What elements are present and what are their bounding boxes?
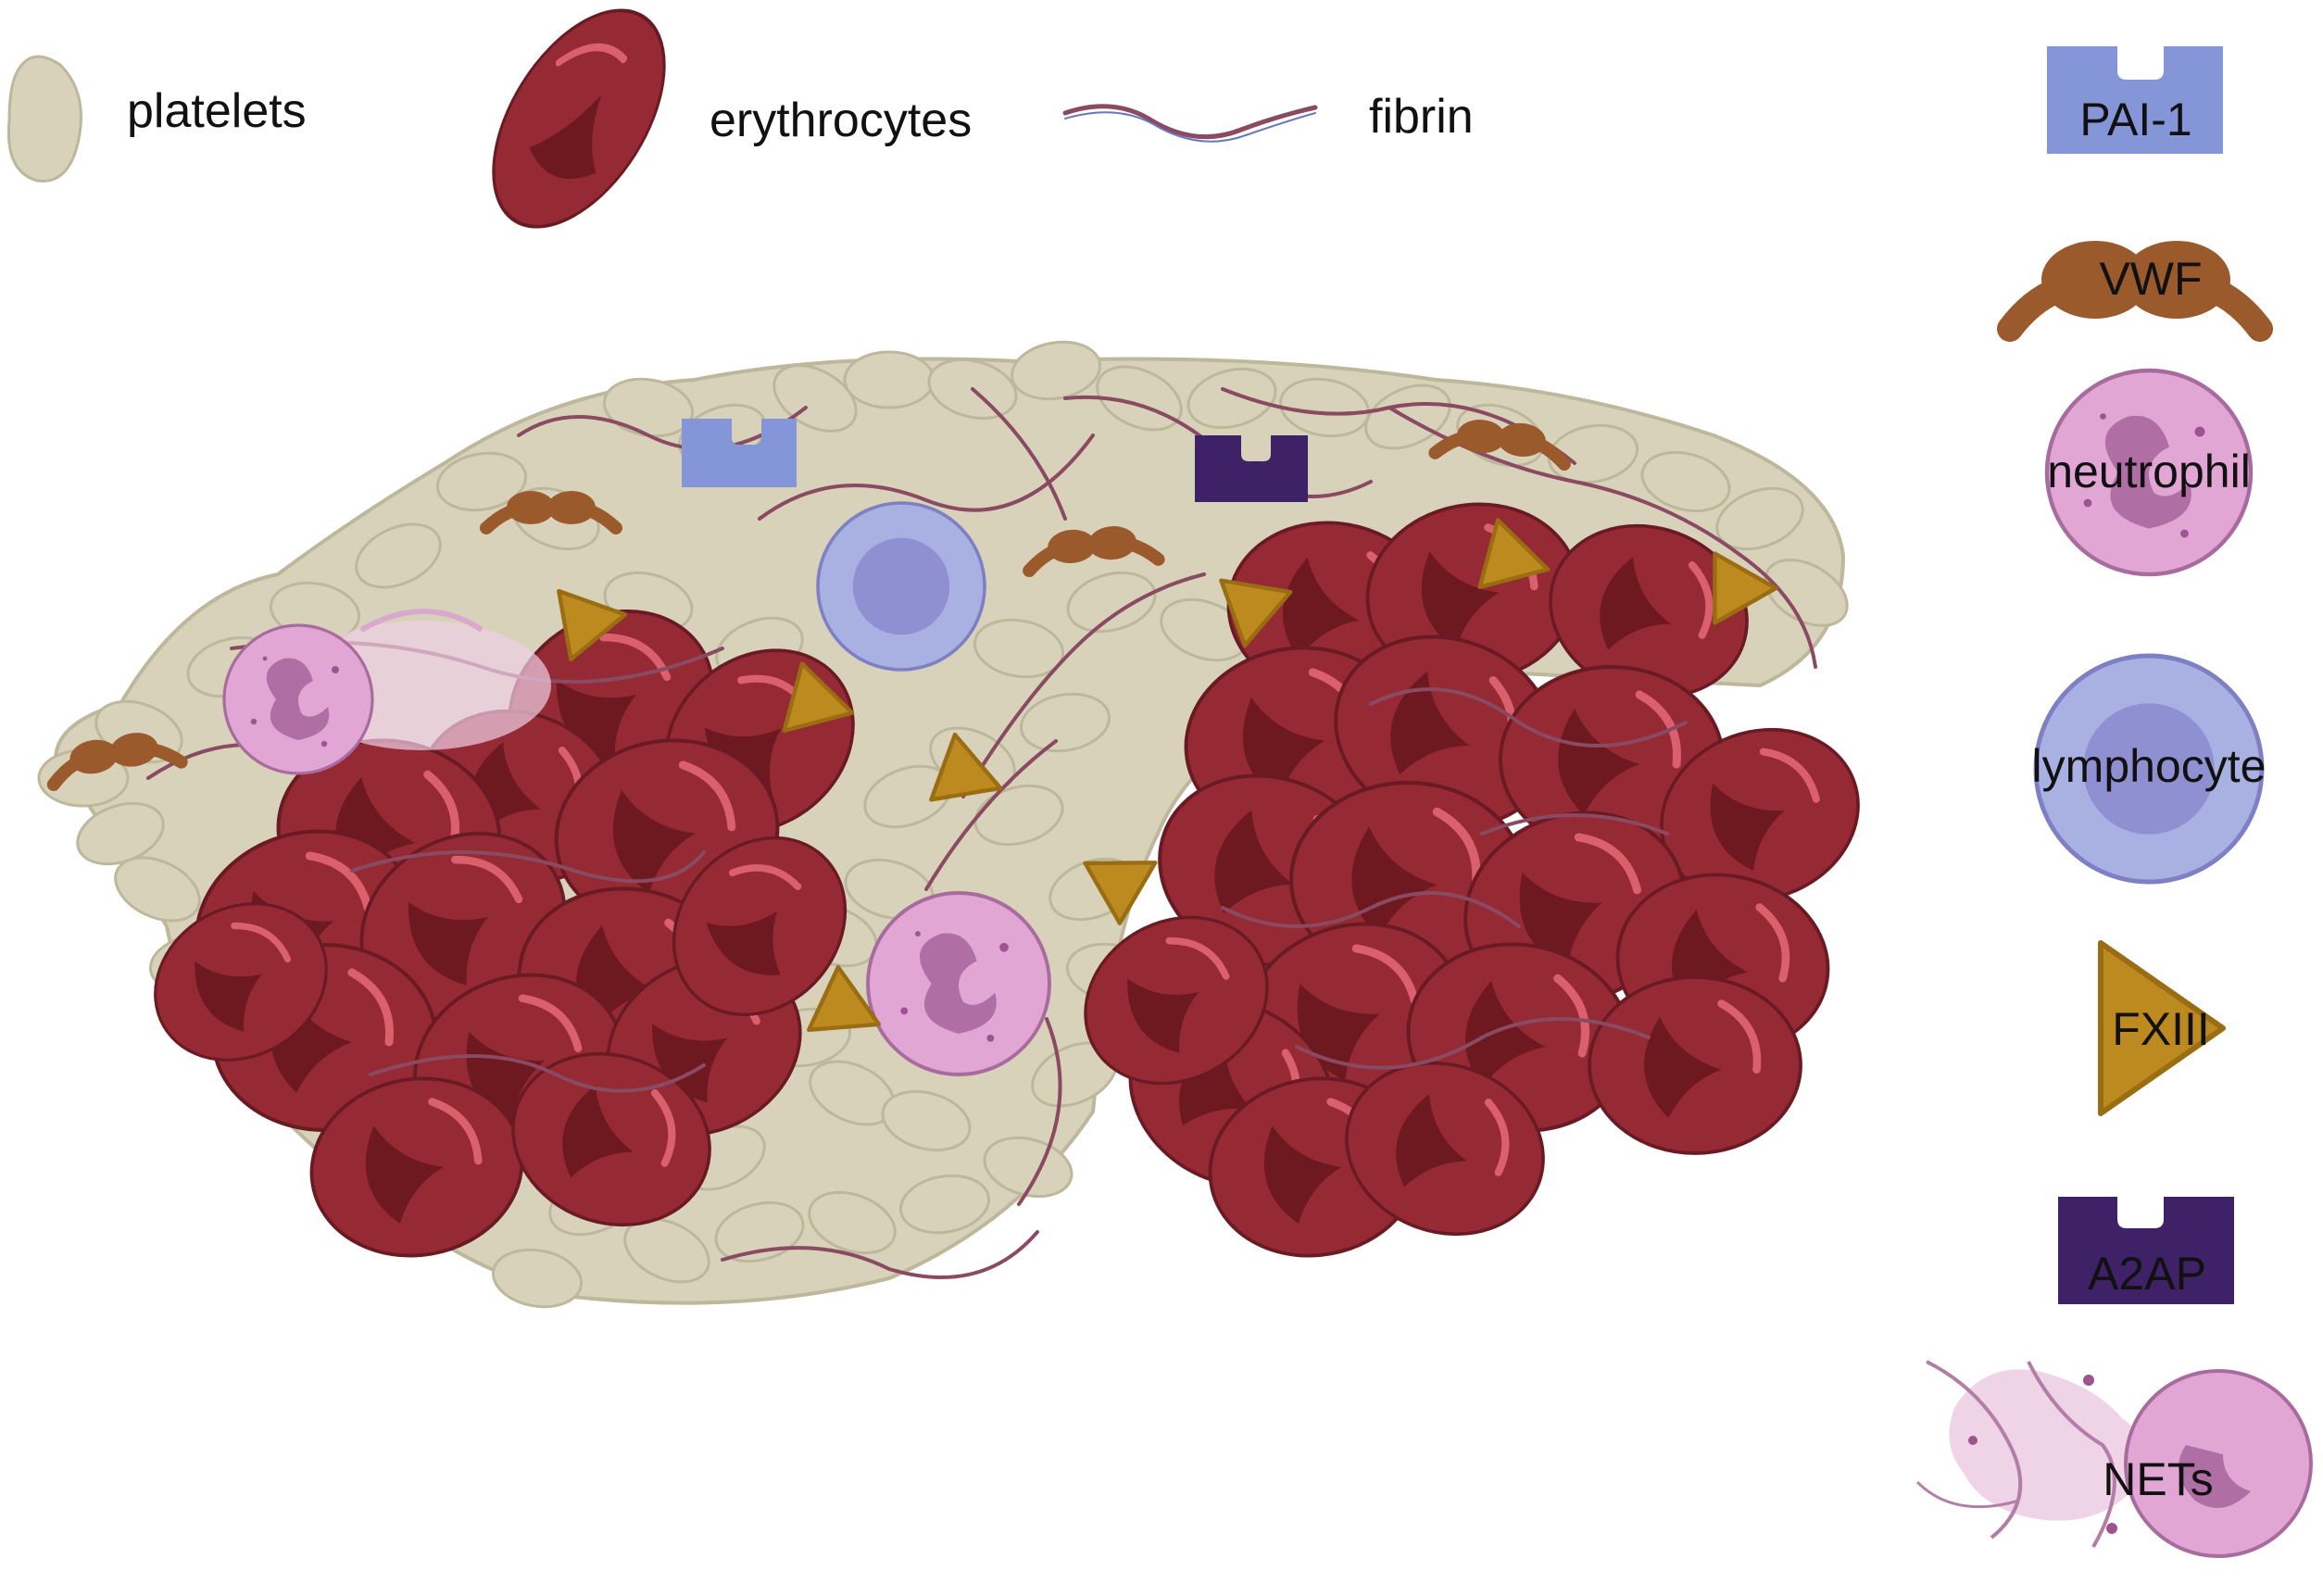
thrombus (37, 333, 1882, 1315)
fibrin-strand (721, 1230, 1039, 1279)
fibrin-strand (758, 434, 1095, 521)
lymphocyte-label: lymphocyte (2031, 740, 2266, 792)
fibrin-strand (961, 572, 1206, 798)
fibrin-strand (369, 1054, 706, 1093)
pai1-label: PAI-1 (2079, 94, 2192, 145)
fibrin-legend-icon (1062, 104, 1318, 143)
nets-legend-icon (1915, 1360, 2313, 1558)
fibrin-label: fibrin (1369, 90, 1474, 144)
lymphocyte-in-clot (816, 501, 986, 672)
a2ap-legend-icon (2058, 1197, 2234, 1304)
fxiii-legend-icon (2098, 940, 2226, 1116)
neutrophil-in-clot (866, 891, 1051, 1076)
neutrophil-label: neutrophil (2047, 446, 2251, 497)
fibrin-strand (1369, 687, 1688, 748)
fibrin-strand (1295, 1017, 1651, 1070)
a2ap-in-clot (1195, 435, 1308, 502)
pai1-legend-icon (2047, 46, 2223, 154)
platelet-legend-icon (6, 55, 82, 182)
fibrin-strand (350, 850, 706, 884)
vwf-label: VWF (2099, 253, 2203, 305)
vwf-legend-icon (1997, 241, 2273, 342)
platelets-label: platelets (127, 84, 307, 138)
fxiii-label: FXIII (2112, 1003, 2210, 1055)
erythrocytes-label: erythrocytes (709, 94, 973, 147)
neutrophil-releasing-nets (222, 609, 551, 775)
fibrin-strand (1017, 1017, 1062, 1206)
fibrin-strand (924, 739, 1058, 891)
a2ap-label: A2AP (2088, 1248, 2206, 1300)
nets-label: NETs (2103, 1453, 2214, 1505)
erythrocyte (1589, 977, 1801, 1153)
fibrin-strand (971, 387, 1067, 521)
fibrin-strand (1480, 813, 1669, 836)
fibrin-strand (1221, 891, 1521, 928)
erythrocyte-legend-icon (492, 8, 666, 229)
platelet (843, 350, 935, 409)
pai1-in-clot (682, 419, 797, 487)
fibrin-strand (517, 406, 808, 451)
